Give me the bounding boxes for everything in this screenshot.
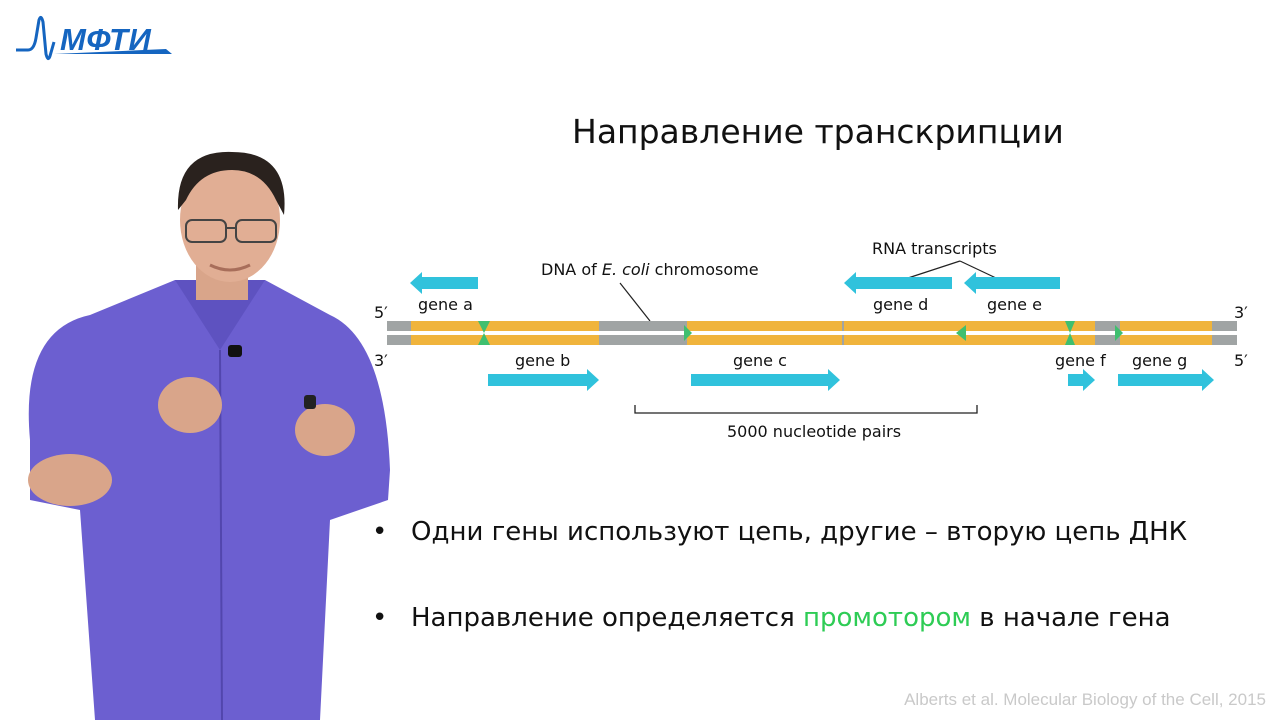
transcript-arrow [1118,369,1214,391]
bullet-list: • Одни гены используют цепь, другие – вт… [372,510,1272,682]
dna-pointer [619,282,651,322]
citation: Alberts et al. Molecular Biology of the … [904,690,1266,709]
transcript-arrow [1068,369,1095,391]
top-left-end: 5′ [374,303,388,322]
gene-label: gene g [1132,351,1187,370]
mipt-logo: МФТИ [14,14,184,64]
transcript-arrow [410,272,478,294]
transcript-arrow [964,272,1060,294]
bullet-marker: • [372,517,388,547]
transcript-arrow [691,369,840,391]
gene-label: gene f [1055,351,1106,370]
bullet-marker: • [372,603,388,633]
logo-wave-icon [16,15,56,61]
top-right-end: 3′ [1234,303,1248,322]
slide-title: Направление транскрипции [572,112,1064,151]
bullet-item: • Направление определяется промотором в … [372,596,1272,640]
gene-label: gene e [987,295,1042,314]
rna-label: RNA transcripts [872,239,997,258]
transcription-diagram: DNA of E. coli chromosome RNA transcript… [374,239,1248,441]
gene-label: gene b [515,351,570,370]
scale-bar [634,405,978,414]
transcript-arrow [488,369,599,391]
transcript-arrow [844,272,952,294]
presenter-image [28,151,390,720]
scale-label: 5000 nucleotide pairs [727,422,901,441]
bottom-left-end: 3′ [374,351,388,370]
gene-label: gene c [733,351,787,370]
promoter-highlight: промотором [803,603,972,633]
bullet-item: • Одни гены используют цепь, другие – вт… [372,510,1272,554]
gene-label: gene a [418,295,473,314]
promoters [478,321,1123,345]
logo-underline [54,49,172,54]
bullet-text-after: в начале гена [971,603,1171,633]
rna-pointer-left [907,260,961,279]
rna-pointer-right [959,260,997,279]
bullet-text-before: Направление определяется [411,603,803,633]
bottom-right-end: 5′ [1234,351,1248,370]
gene-label: gene d [873,295,928,314]
dna-strands [387,321,1237,345]
bullet-text: Одни гены используют цепь, другие – втор… [411,517,1188,547]
dna-label: DNA of E. coli chromosome [541,260,759,279]
